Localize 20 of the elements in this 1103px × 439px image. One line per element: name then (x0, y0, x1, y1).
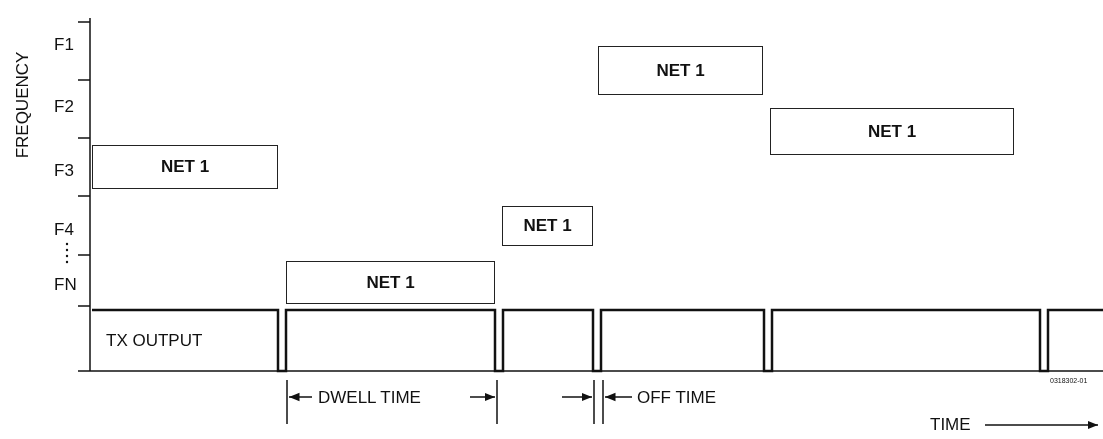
slot-label: NET 1 (867, 121, 917, 142)
dimension-label: OFF TIME (637, 389, 716, 406)
frequency-label: F2 (54, 98, 74, 115)
slot-label: NET 1 (160, 157, 210, 177)
signal-label: TX OUTPUT (106, 332, 203, 349)
frequency-label: F1 (54, 36, 74, 53)
slot-label: NET 1 (656, 60, 705, 81)
slot-label: NET 1 (366, 272, 415, 293)
axis-title: TIME (930, 416, 971, 433)
frequency-slot-box (598, 46, 763, 95)
frequency-label: FN (54, 276, 77, 293)
frequency-slot-box (502, 206, 593, 246)
dimension-label: DWELL TIME (318, 389, 421, 406)
frequency-slot-box (770, 108, 1014, 155)
frequency-slot-box (286, 261, 495, 304)
frequency-label: F4 (54, 221, 74, 238)
frequency-label: F3 (54, 162, 74, 179)
frequency-slot-box (92, 145, 278, 189)
slot-label: NET 1 (523, 216, 572, 236)
axis-title: FREQUENCY (13, 51, 31, 159)
